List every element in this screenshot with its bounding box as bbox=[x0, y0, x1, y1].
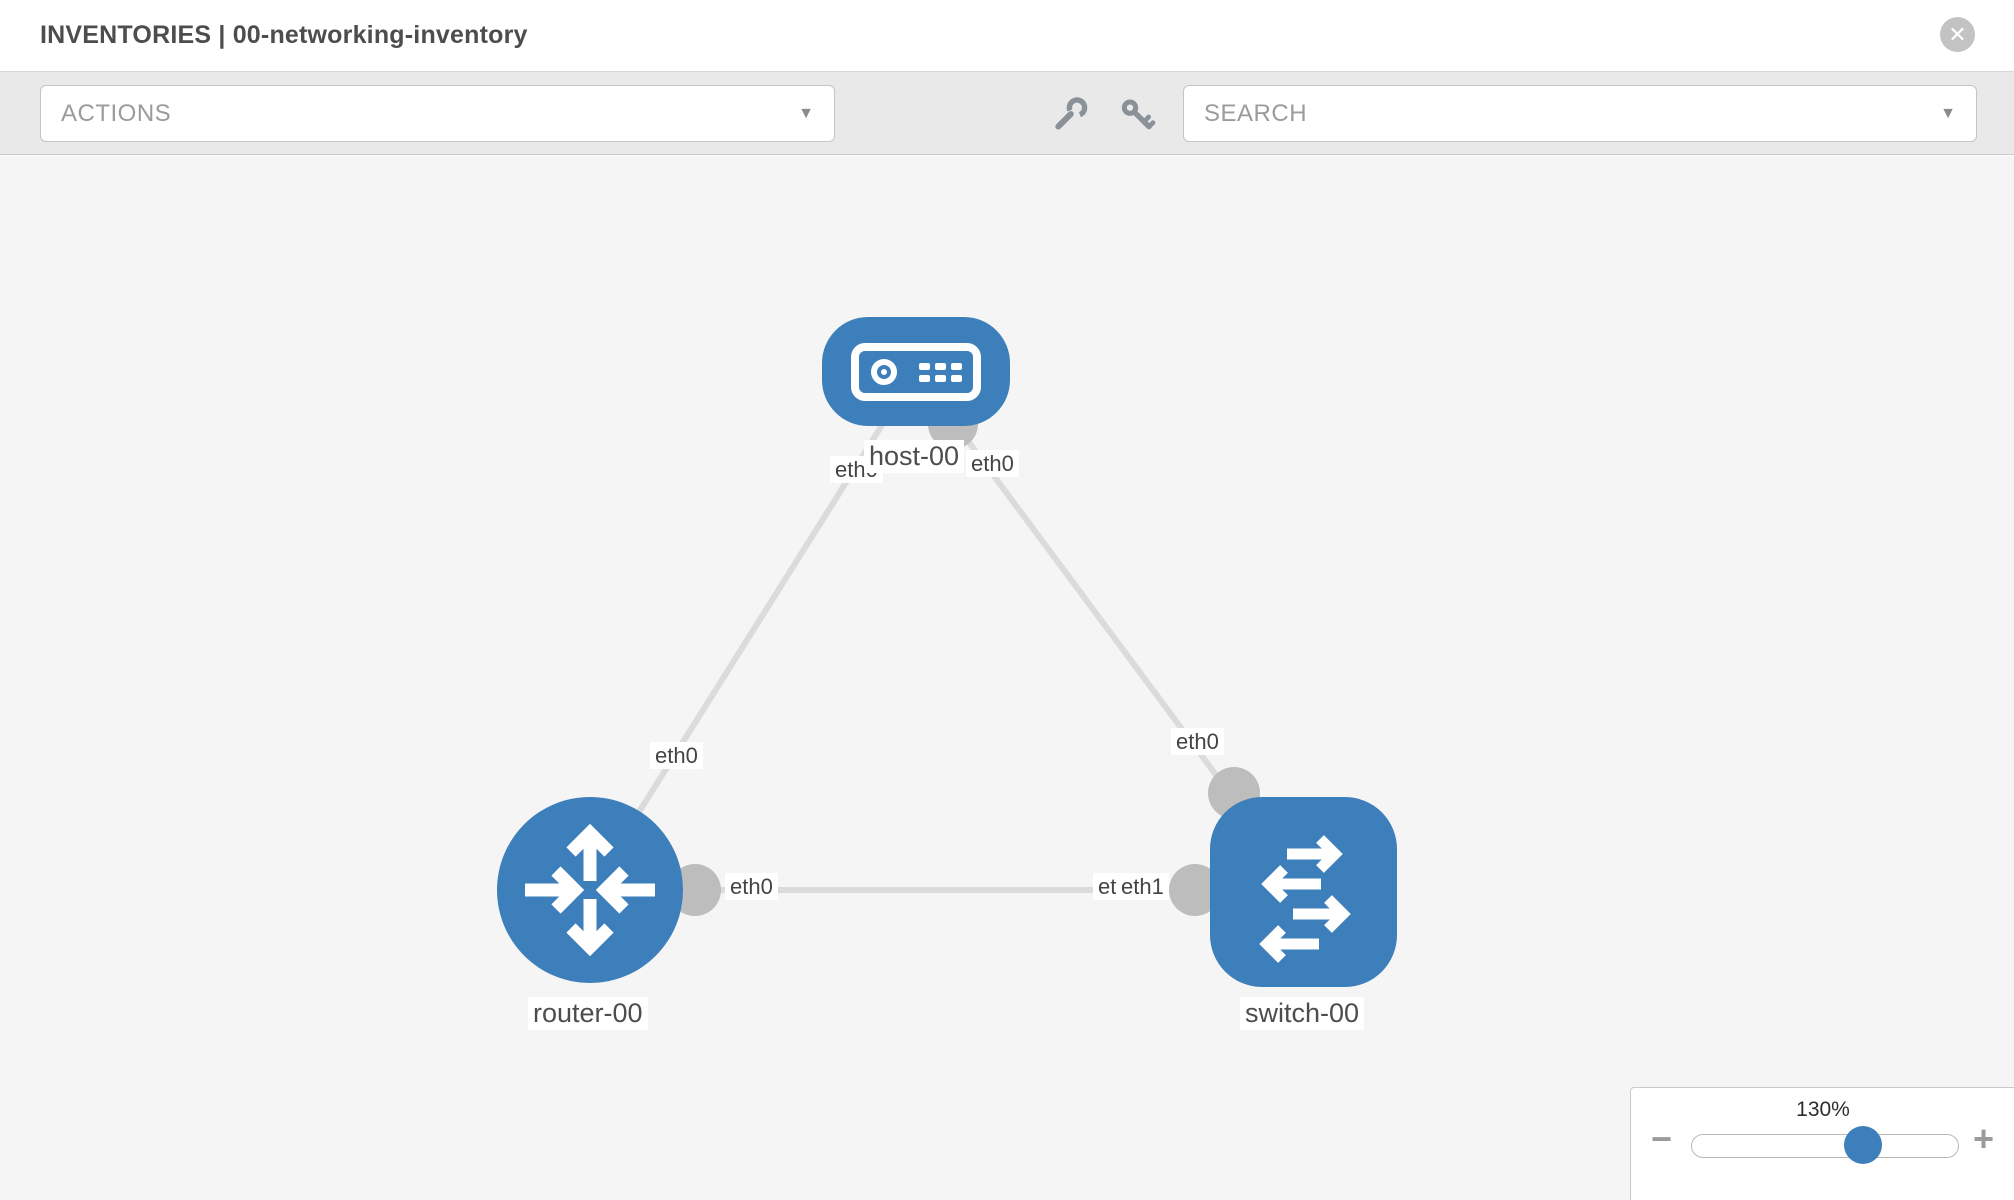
switch-icon bbox=[1258, 835, 1351, 963]
iface-label-eth0-router-diag: eth0 bbox=[650, 742, 703, 770]
zoom-slider-handle[interactable] bbox=[1844, 1126, 1882, 1164]
actions-dropdown-label: ACTIONS bbox=[61, 99, 172, 127]
zoom-out-button[interactable]: − bbox=[1651, 1118, 1673, 1159]
zoom-control-panel: 130% − + bbox=[1630, 1087, 2014, 1200]
host-icon bbox=[851, 342, 981, 401]
toolbar: ACTIONS ▼ SEARCH ▼ bbox=[0, 71, 2014, 155]
node-host-00[interactable] bbox=[822, 317, 1010, 426]
zoom-slider-track[interactable] bbox=[1691, 1134, 1959, 1158]
iface-label-eth0-router-horiz: eth0 bbox=[725, 873, 778, 901]
zoom-in-button[interactable]: + bbox=[1973, 1118, 1995, 1159]
node-label-router-00: router-00 bbox=[528, 997, 648, 1031]
search-dropdown[interactable]: SEARCH ▼ bbox=[1183, 85, 1977, 142]
search-dropdown-label: SEARCH bbox=[1204, 99, 1308, 127]
zoom-level-value: 130% bbox=[1796, 1098, 1850, 1121]
header: INVENTORIES | 00-networking-inventory ✕ bbox=[0, 0, 2014, 71]
chevron-down-icon: ▼ bbox=[1940, 104, 1956, 122]
topology-links bbox=[587, 369, 1306, 916]
page-title: INVENTORIES | 00-networking-inventory bbox=[40, 21, 528, 49]
iface-label-eth0-host-right: eth0 bbox=[966, 450, 1019, 478]
topology-canvas[interactable]: eth0 eth0 eth0 eth0 eth0 eth0 eth1 host-… bbox=[0, 156, 2014, 1200]
key-icon[interactable] bbox=[1118, 94, 1158, 134]
close-icon[interactable]: ✕ bbox=[1940, 17, 1975, 52]
chevron-down-icon: ▼ bbox=[798, 104, 814, 122]
iface-label-eth0-switch-diag: eth0 bbox=[1171, 728, 1224, 756]
wrench-icon[interactable] bbox=[1050, 94, 1090, 134]
connector-switch-left bbox=[1169, 864, 1221, 916]
iface-label-eth1-switch-horiz: eth1 bbox=[1116, 873, 1169, 901]
node-label-switch-00: switch-00 bbox=[1240, 997, 1365, 1031]
actions-dropdown[interactable]: ACTIONS ▼ bbox=[40, 85, 835, 142]
node-router-00[interactable] bbox=[497, 797, 683, 983]
router-icon bbox=[525, 823, 655, 957]
node-label-host-00: host-00 bbox=[864, 440, 965, 474]
node-switch-00[interactable] bbox=[1210, 797, 1397, 987]
